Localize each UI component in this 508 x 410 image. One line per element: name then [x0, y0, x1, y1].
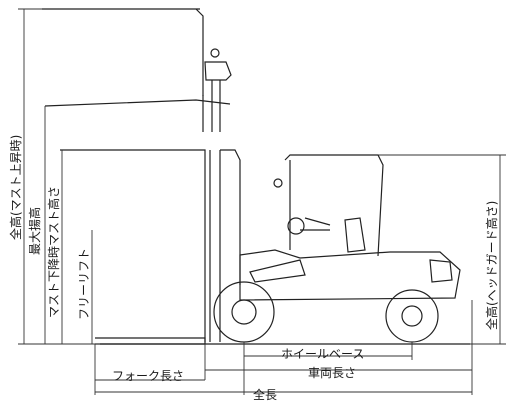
fork-blade [95, 337, 206, 345]
label-fork-length: フォーク長さ [112, 369, 184, 383]
label-vehicle-length: 車両長さ [308, 366, 356, 380]
label-max-lift-height: 最大揚高 [27, 207, 42, 255]
rear-grille [429, 259, 453, 283]
line-art [42, 8, 470, 345]
label-free-lift: フリーリフト [77, 248, 91, 320]
front-wheel-hub [231, 299, 257, 325]
load-block-outline [60, 149, 206, 342]
raised-carriage-block [204, 61, 232, 81]
label-overall-height-raised: 全高(マスト上昇時) [8, 135, 23, 240]
front-wheel [213, 281, 275, 343]
steering-wheel [287, 217, 305, 235]
label-mast-lowered-height: マスト下降時マスト高さ [46, 186, 61, 318]
horizontal-dimensions [94, 300, 473, 395]
seat-and-wheel [300, 217, 331, 231]
raised-mast-rails [211, 80, 221, 132]
chassis-body [239, 249, 461, 301]
head-guard-roof [284, 154, 384, 257]
raised-chain-pulley [210, 48, 220, 58]
raised-load-backrest [195, 8, 204, 96]
seat-back [344, 217, 366, 253]
rear-wheel-hub [401, 305, 423, 327]
rear-view-mirror [273, 178, 283, 188]
raised-fork-line [44, 99, 231, 107]
label-wheelbase: ホイールベース [281, 347, 364, 361]
label-overall-length: 全長 [253, 387, 277, 402]
front-fender [249, 259, 306, 283]
mast-inner [220, 149, 241, 285]
label-overall-height-head-guard: 全高(ヘッドガード高さ) [484, 201, 499, 330]
vertical-dimensions [18, 8, 506, 345]
